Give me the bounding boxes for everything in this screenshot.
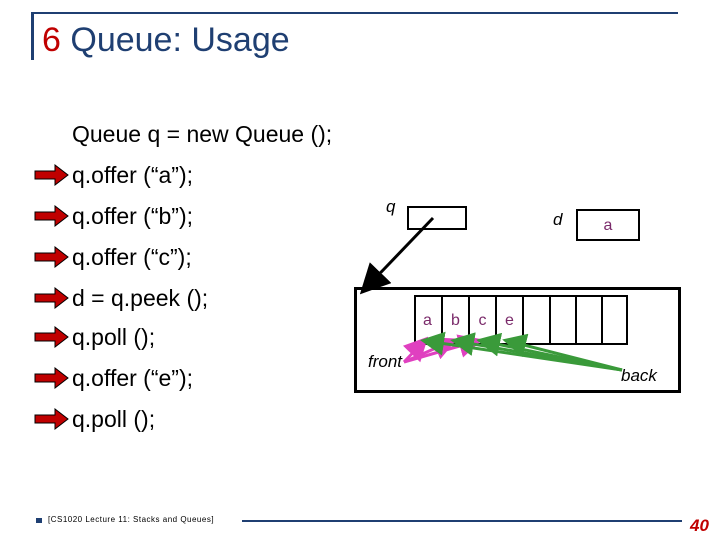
red-arrow-icon [34,164,69,186]
code-line-8: q.poll (); [72,406,156,432]
code-line-3: q.offer (“b”); [72,203,193,229]
footer-marker [36,518,42,523]
code-line-2: q.offer (“a”); [72,162,193,188]
queue-item: b [451,312,460,329]
d-label: d [553,210,563,229]
title-text: Queue: Usage [70,21,290,59]
red-arrow-icon [34,287,69,309]
queue-item: c [478,312,487,329]
q-reference-arrow [359,216,435,295]
red-arrow-icon [34,246,69,268]
queue-slot-divider [549,295,551,345]
back-pointer-arrow [502,333,623,372]
red-arrow-icon [34,367,69,389]
front-label: front [368,352,403,371]
d-value: a [603,217,613,234]
queue-slot-divider [522,295,524,345]
red-arrow-icon [34,205,69,227]
code-line-6: q.poll (); [72,324,156,350]
red-arrow-icon [34,326,69,348]
queue-slot-divider [601,295,603,345]
code-line-5: d = q.peek (); [72,285,209,311]
queue-slot-divider [441,295,443,345]
code-line-4: q.offer (“c”); [72,244,192,270]
d-variable-box [576,209,640,241]
queue-slot-divider [468,295,470,345]
back-label: back [621,366,657,385]
queue-item: a [423,312,432,329]
q-reference-box [407,206,467,230]
title-rule-top [33,12,678,14]
q-label: q [386,197,396,216]
code-line-1: Queue q = new Queue (); [72,121,333,147]
queue-slot-divider [495,295,497,345]
page-number: 40 [690,516,709,535]
red-arrow-icon [34,408,69,430]
queue-item: e [505,312,514,329]
slide-title: 6 Queue: Usage [42,20,290,60]
title-rule-left [31,12,34,60]
footer-rule [242,520,682,522]
code-line-7: q.offer (“e”); [72,365,193,391]
queue-slot-divider [575,295,577,345]
title-number: 6 [42,21,61,59]
footer-text: [CS1020 Lecture 11: Stacks and Queues] [48,515,215,524]
